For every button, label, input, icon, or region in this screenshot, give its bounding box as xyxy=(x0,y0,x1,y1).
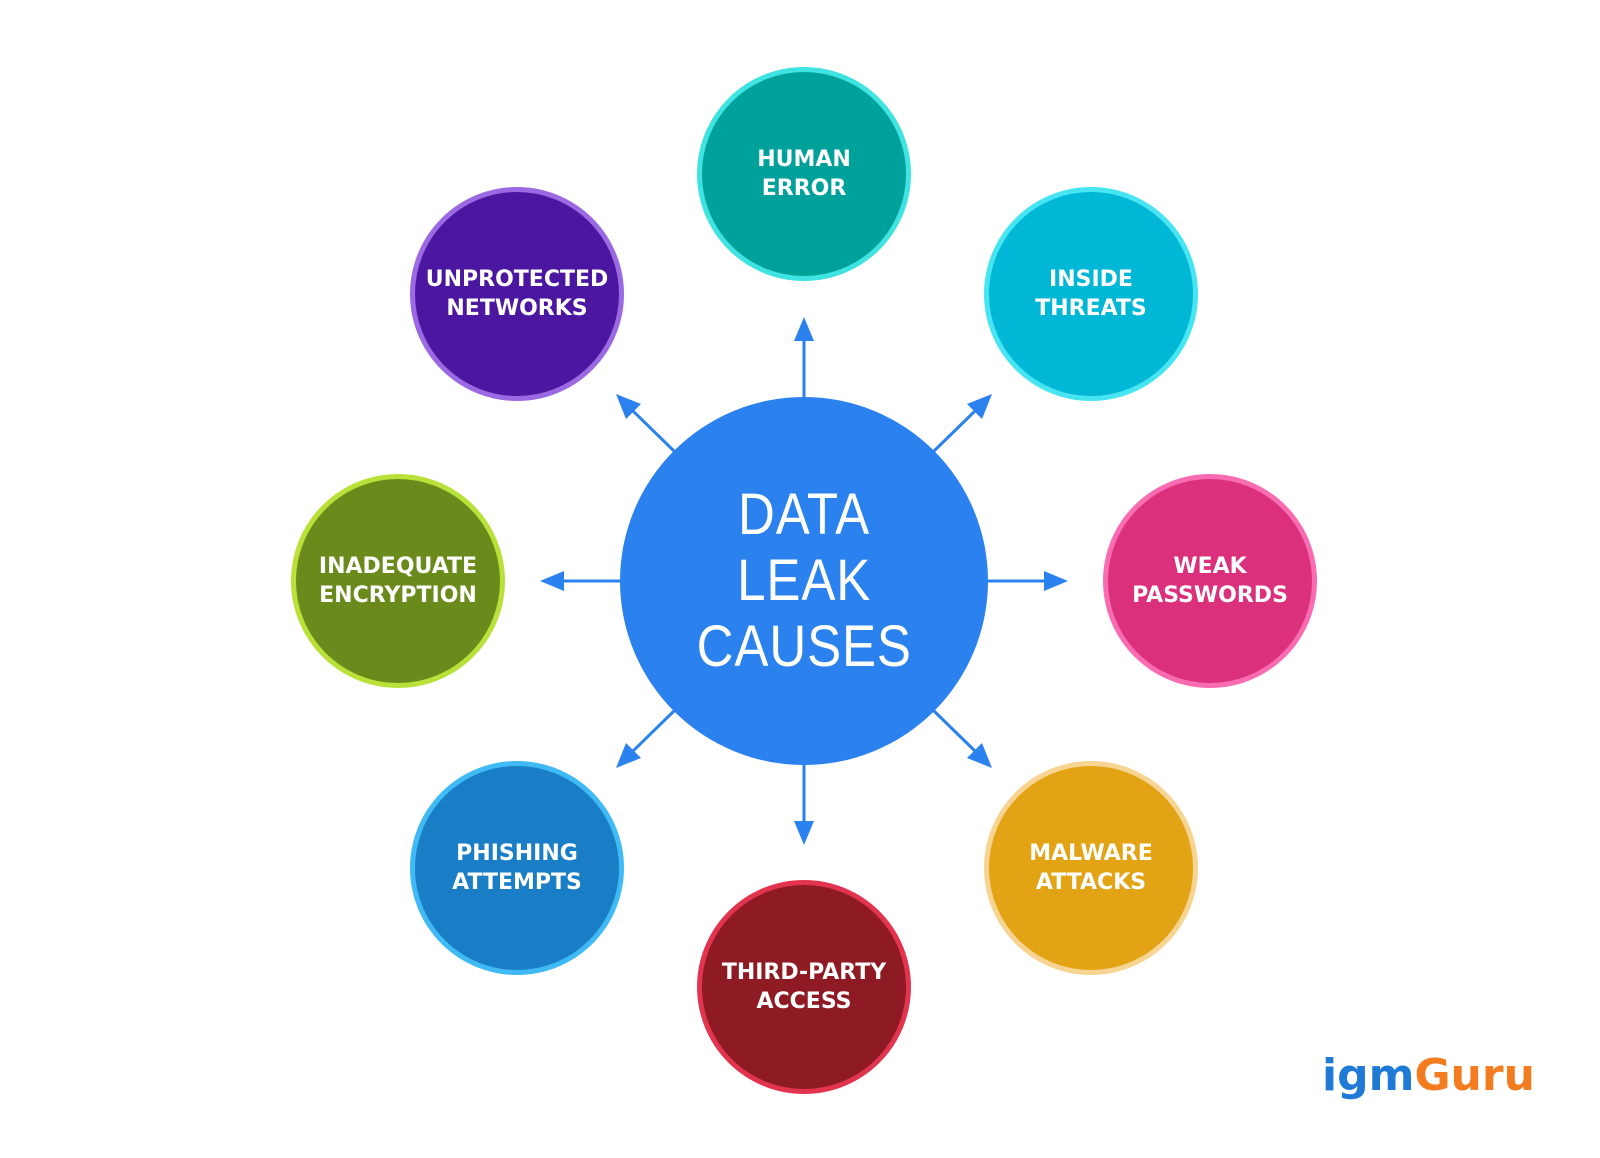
cause-label: ATTACKS xyxy=(1035,870,1147,895)
cause-inadequate-encryption: INADEQUATE ENCRYPTION xyxy=(291,474,505,688)
center-line: DATA xyxy=(737,482,871,547)
cause-label: UNPROTECTED xyxy=(425,267,609,292)
cause-label: INADEQUATE xyxy=(318,554,478,579)
cause-label: NETWORKS xyxy=(446,296,588,321)
cause-human-error: HUMAN ERROR xyxy=(697,67,911,281)
cause-label: MALWARE xyxy=(1029,841,1153,866)
cause-label: HUMAN xyxy=(757,147,851,172)
cause-label: THREATS xyxy=(1035,296,1147,321)
brand-logo: igmGuru xyxy=(1322,1050,1535,1101)
arrow-human-error xyxy=(794,317,814,397)
cause-label: WEAK xyxy=(1173,554,1247,579)
arrow-malware-attacks xyxy=(932,709,992,768)
cause-weak-passwords: WEAK PASSWORDS xyxy=(1103,474,1317,688)
center-line: CAUSES xyxy=(696,614,912,679)
arrow-inadequate-encryption xyxy=(540,571,620,591)
cause-label: INSIDE xyxy=(1049,267,1133,292)
logo-text-guru: Guru xyxy=(1414,1050,1535,1101)
cause-label: PHISHING xyxy=(456,841,578,866)
arrow-unprotected-networks xyxy=(616,394,676,453)
arrow-phishing-attempts xyxy=(616,709,676,768)
cause-phishing-attempts: PHISHING ATTEMPTS xyxy=(410,761,624,975)
cause-label: PASSWORDS xyxy=(1132,583,1288,608)
cause-unprotected-networks: UNPROTECTED NETWORKS xyxy=(410,187,624,401)
cause-label: ENCRYPTION xyxy=(319,583,477,608)
cause-label: ACCESS xyxy=(756,989,852,1014)
cause-label: ERROR xyxy=(761,176,847,201)
arrow-third-party-access xyxy=(794,765,814,845)
cause-malware-attacks: MALWARE ATTACKS xyxy=(984,761,1198,975)
cause-third-party-access: THIRD-PARTY ACCESS xyxy=(697,880,911,1094)
cause-label: THIRD-PARTY xyxy=(721,960,887,985)
cause-label: ATTEMPTS xyxy=(452,870,582,895)
center-line: LEAK xyxy=(736,548,872,613)
logo-text-igm: igm xyxy=(1322,1050,1415,1101)
arrow-weak-passwords xyxy=(988,571,1068,591)
center-circle: DATA LEAK CAUSES xyxy=(620,397,988,765)
arrow-inside-threats xyxy=(932,394,992,453)
cause-inside-threats: INSIDE THREATS xyxy=(984,187,1198,401)
